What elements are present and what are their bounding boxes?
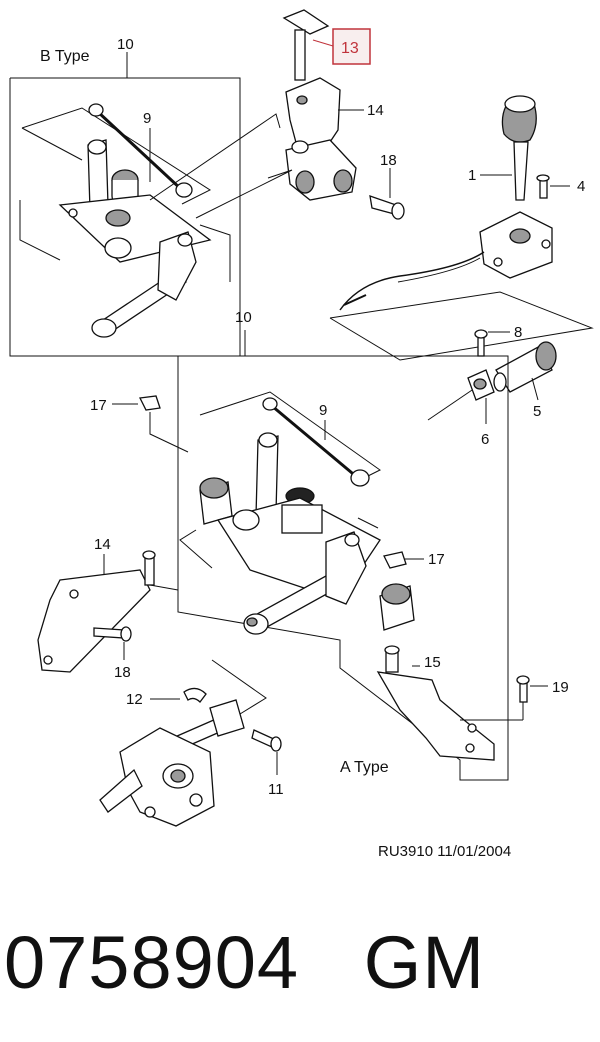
callout-11[interactable]: 11: [268, 781, 284, 798]
callout-17-right[interactable]: 17: [428, 551, 445, 568]
reference-code: RU3910 11/01/2004: [378, 843, 511, 860]
callout-9-b[interactable]: 9: [143, 110, 151, 127]
callout-19[interactable]: 19: [552, 679, 569, 696]
clip-17-group: 17 17: [90, 395, 445, 569]
callout-8[interactable]: 8: [514, 324, 522, 341]
a-type-panel: 10 9: [177, 309, 509, 781]
callout-18-top[interactable]: 18: [380, 152, 397, 169]
callout-13[interactable]: 13: [341, 40, 359, 57]
callout-5[interactable]: 5: [533, 403, 541, 420]
b-type-label: B Type: [40, 48, 90, 65]
callout-13-box: [332, 28, 371, 65]
parts-diagram: B Type 10 9 13: [9, 9, 594, 860]
callout-4[interactable]: 4: [577, 178, 585, 195]
callout-14-left[interactable]: 14: [94, 536, 111, 553]
callout-6[interactable]: 6: [481, 431, 489, 448]
callout-15[interactable]: 15: [424, 654, 441, 671]
callout-10-a[interactable]: 10: [235, 309, 252, 326]
callout-18-left[interactable]: 18: [114, 664, 131, 681]
top-center-group: 13 14 18: [149, 9, 405, 220]
b-type-panel: B Type 10 9: [9, 36, 241, 357]
part-number: 0758904 GM: [4, 921, 485, 1004]
bracket-15-group: 15 19 A Type: [340, 645, 569, 776]
callout-10-b[interactable]: 10: [117, 36, 134, 53]
a-type-label: A Type: [340, 759, 389, 776]
callout-12[interactable]: 12: [126, 691, 143, 708]
shift-lever-group: 1 4: [329, 95, 594, 421]
callout-17-left[interactable]: 17: [90, 397, 107, 414]
callout-9-a[interactable]: 9: [319, 402, 327, 419]
callout-14-top[interactable]: 14: [367, 102, 384, 119]
cable-end-group: 5 6 8: [467, 324, 557, 448]
left-bracket-group: 14 18: [37, 536, 179, 681]
callout-1[interactable]: 1: [468, 167, 476, 184]
transmission-group: 12 11: [99, 659, 284, 827]
